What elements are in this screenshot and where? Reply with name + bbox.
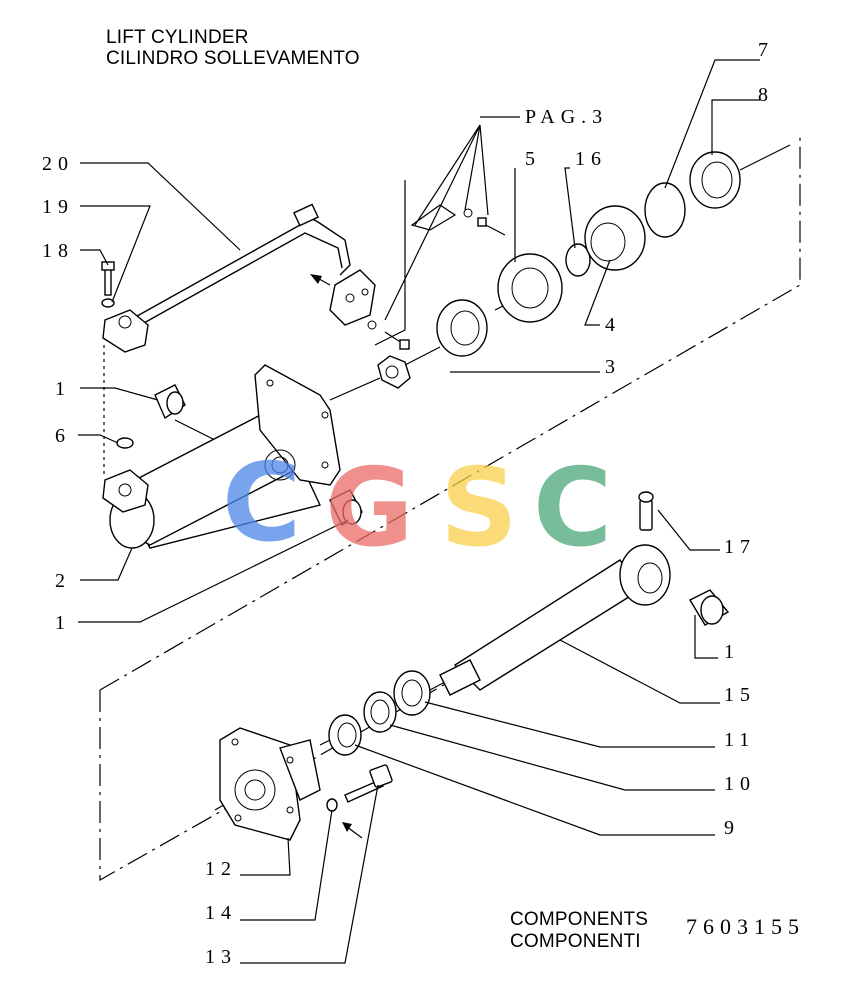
- callout-1c: 1: [724, 641, 740, 663]
- pipe-fitting: [101, 261, 149, 353]
- callout-8: 8: [758, 84, 774, 106]
- callout-9: 9: [724, 817, 740, 839]
- piston-assembly: [436, 151, 741, 357]
- drawing-code: 7603155: [686, 914, 805, 939]
- piston-nut: [377, 355, 411, 389]
- direction-arrow-icon: [310, 274, 322, 284]
- callout-12: 12: [205, 858, 237, 880]
- callout-17: 17: [724, 536, 756, 558]
- callout-11: 11: [724, 729, 755, 751]
- callout-14: 14: [205, 902, 237, 924]
- piston-rod: [439, 491, 671, 696]
- gland-bolt: [326, 764, 393, 839]
- title-italian: CILINDRO SOLLEVAMENTO: [106, 48, 360, 69]
- watermark-letter-s: S: [440, 446, 518, 571]
- page-reference: PAG.3: [525, 106, 608, 128]
- arrow-icon: [342, 822, 352, 832]
- mounting-bracket: [367, 116, 520, 350]
- callout-16: 16: [575, 148, 607, 170]
- upper-bushing: [116, 384, 186, 449]
- leader-lines: [78, 59, 760, 964]
- callout-15: 15: [724, 684, 756, 706]
- callout-10: 10: [724, 773, 756, 795]
- watermark-letter-g: G: [325, 446, 414, 571]
- gland-head: [219, 727, 321, 841]
- oil-pipe: [129, 203, 376, 329]
- callout-2: 2: [55, 570, 71, 592]
- components-label: COMPONENTS: [510, 909, 649, 930]
- callout-20: 20: [42, 153, 74, 175]
- watermark-letter-c2: C: [533, 446, 612, 571]
- callout-6: 6: [55, 425, 71, 447]
- barrel-bushing: [329, 489, 363, 527]
- watermark-letter-c1: C: [222, 441, 301, 566]
- callout-1: 1: [55, 378, 71, 400]
- title-english: LIFT CYLINDER: [106, 27, 249, 48]
- componenti-label: COMPONENTI: [510, 931, 641, 952]
- callout-13: 13: [205, 946, 237, 968]
- callout-7: 7: [758, 39, 774, 61]
- callout-1b: 1: [55, 612, 71, 634]
- callout-5: 5: [525, 148, 541, 170]
- callout-19: 19: [42, 196, 74, 218]
- rod-eye-bushing: [689, 589, 730, 626]
- callout-18: 18: [42, 240, 74, 262]
- rod-seals: [328, 670, 431, 756]
- cylinder-barrel: [102, 364, 341, 549]
- watermark-logo: C G S C: [222, 441, 612, 571]
- callout-numbers: 20 19 18 1 6 2 1 7 8 5 16 4 3 17 1 15 11…: [42, 39, 774, 968]
- callout-4: 4: [605, 314, 621, 336]
- callout-3: 3: [605, 356, 621, 378]
